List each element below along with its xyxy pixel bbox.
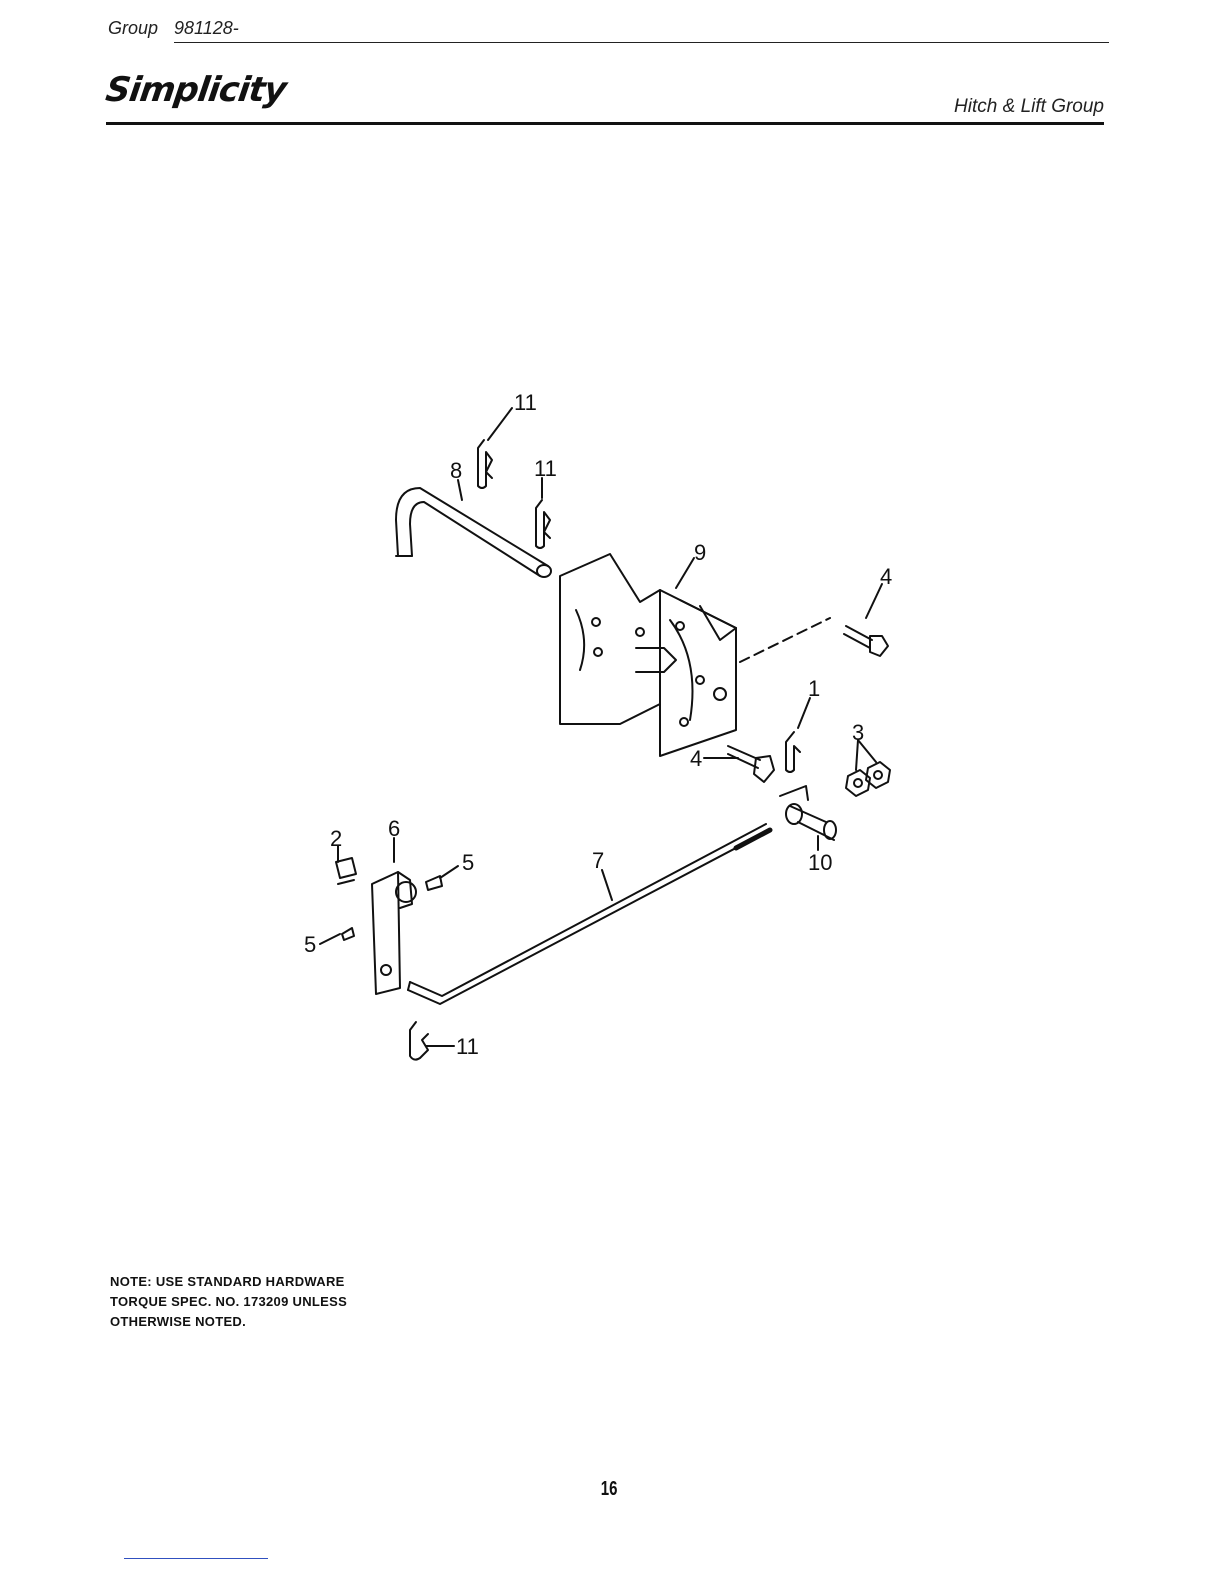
part-4-bolt-upper bbox=[844, 626, 888, 656]
callout-4-lower: 4 bbox=[690, 746, 702, 771]
callout-6: 6 bbox=[388, 816, 400, 841]
callout-3: 3 bbox=[852, 720, 864, 745]
callout-11-mid: 11 bbox=[534, 456, 557, 481]
leader-4a bbox=[866, 584, 882, 618]
part-6-lift-arm bbox=[372, 872, 416, 994]
callout-11-bottom: 11 bbox=[456, 1034, 479, 1059]
callout-11-top: 11 bbox=[514, 390, 537, 415]
callout-1: 1 bbox=[808, 676, 820, 701]
leader-11a bbox=[488, 408, 512, 440]
leader-8 bbox=[458, 480, 462, 500]
bottom-link-underline bbox=[124, 1558, 268, 1559]
callout-5-right: 5 bbox=[462, 850, 474, 875]
part-10-sleeve bbox=[780, 786, 836, 840]
callout-10: 10 bbox=[808, 850, 832, 875]
callout-5-left: 5 bbox=[304, 932, 316, 957]
note-line-2: TORQUE SPEC. NO. 173209 UNLESS bbox=[110, 1292, 347, 1312]
callout-7: 7 bbox=[592, 848, 604, 873]
part-4-bolt-lower bbox=[728, 746, 774, 782]
leader-5a bbox=[440, 866, 458, 878]
part-5-set-screw-left bbox=[342, 928, 354, 940]
part-11-hairpin-clip-mid bbox=[536, 500, 550, 548]
part-11-hairpin-clip-bottom bbox=[410, 1022, 428, 1060]
part-8-hitch-pin bbox=[396, 488, 551, 577]
leader-1 bbox=[798, 698, 810, 728]
part-11-hairpin-clip-top bbox=[478, 440, 492, 488]
leader-5b bbox=[320, 934, 340, 944]
note-line-3: OTHERWISE NOTED. bbox=[110, 1312, 347, 1332]
callout-8: 8 bbox=[450, 458, 462, 483]
hardware-note: NOTE: USE STANDARD HARDWARE TORQUE SPEC.… bbox=[110, 1272, 347, 1332]
part-9-lift-bracket bbox=[560, 554, 736, 756]
part-1-hairpin bbox=[786, 732, 800, 772]
page-number: 16 bbox=[601, 1478, 618, 1501]
part-3-nuts bbox=[846, 762, 890, 796]
callout-4-upper: 4 bbox=[880, 564, 892, 589]
dashed-line-bolt-upper bbox=[740, 618, 830, 662]
callout-2: 2 bbox=[330, 826, 342, 851]
callout-9: 9 bbox=[694, 540, 706, 565]
leader-9 bbox=[676, 558, 694, 588]
leader-7 bbox=[602, 870, 612, 900]
note-line-1: NOTE: USE STANDARD HARDWARE bbox=[110, 1272, 347, 1292]
